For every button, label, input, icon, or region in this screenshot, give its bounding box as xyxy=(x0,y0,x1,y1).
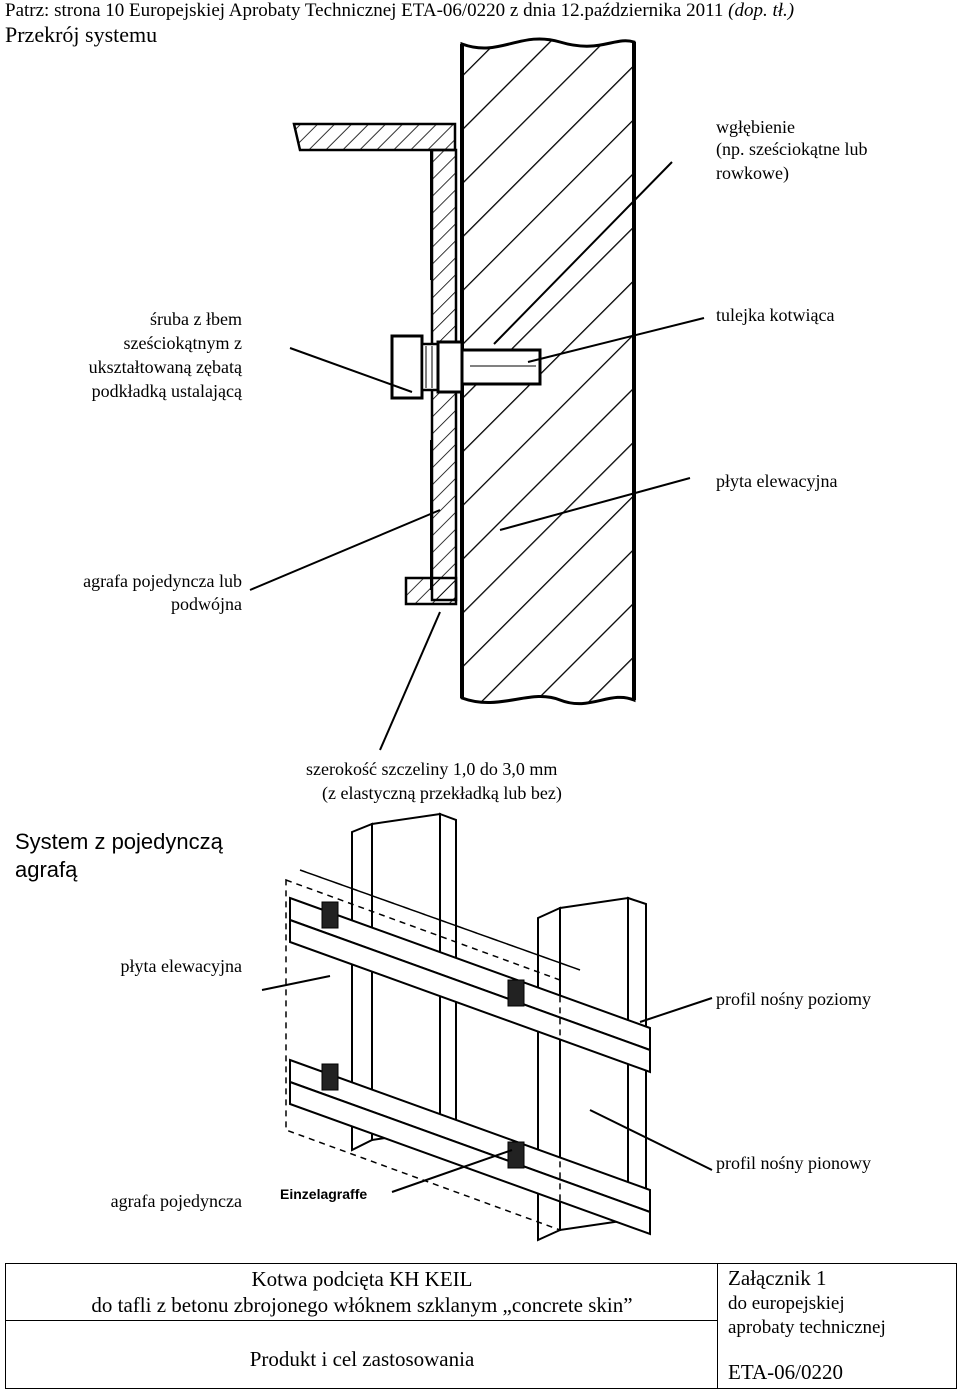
footer-product-line-1: Kotwa podcięta KH KEIL xyxy=(251,1267,473,1291)
label-clip-2: podwójna xyxy=(171,594,242,614)
system-title-line-1: System z pojedynczą xyxy=(15,829,223,854)
label-screw-2: sześciokątnym z xyxy=(123,333,242,353)
footer-annex-line-3: aprobaty technicznej xyxy=(728,1317,886,1338)
clip-section xyxy=(292,122,457,152)
header-text: Patrz: strona 10 Europejskiej Aprobaty T… xyxy=(5,0,729,21)
label-screw-3: ukształtowaną zębatą xyxy=(88,357,242,377)
footer-product-cell: Kotwa podcięta KH KEIL do tafli z betonu… xyxy=(6,1264,718,1388)
label-gap-2: (z elastyczną przekładką lub bez) xyxy=(322,783,562,803)
label-clip-1: agrafa pojedyncza lub xyxy=(83,571,242,591)
label-system-panel: płyta elewacyjna xyxy=(120,956,242,976)
label-facade-panel: płyta elewacyjna xyxy=(716,471,838,491)
drawing-tag-text: Einzelagraffe xyxy=(280,1186,368,1202)
footer-purpose: Produkt i cel zastosowania xyxy=(249,1347,475,1371)
single-clips xyxy=(321,901,525,1169)
footer-annex-line-2: do europejskiej xyxy=(728,1293,845,1314)
header-translation-note: (dop. tł.) xyxy=(728,0,795,21)
footer-product-line-2: do tafli z betonu zbrojonego włóknem szk… xyxy=(91,1293,633,1317)
footer-eta-number: ETA-06/0220 xyxy=(728,1360,843,1384)
section-title: Przekrój systemu xyxy=(5,22,158,47)
label-screw-1: śruba z łbem xyxy=(150,309,242,329)
label-gap-1: szerokość szczeliny 1,0 do 3,0 mm xyxy=(306,759,558,779)
label-horizontal-profile: profil nośny poziomy xyxy=(716,989,871,1009)
document-header: Patrz: strona 10 Europejskiej Aprobaty T… xyxy=(5,0,794,22)
label-vertical-profile: profil nośny pionowy xyxy=(716,1153,871,1173)
screw-detail xyxy=(390,334,542,400)
label-anchor-sleeve: tulejka kotwiąca xyxy=(716,305,835,325)
system-title: System z pojedynczą agrafą xyxy=(15,828,223,884)
label-recess-2: (np. sześciokątne lub xyxy=(716,139,868,159)
footer-box: Kotwa podcięta KH KEIL do tafli z betonu… xyxy=(5,1263,957,1389)
label-single-clip: agrafa pojedyncza xyxy=(110,1191,242,1211)
label-screw-4: podkładką ustalającą xyxy=(91,381,242,401)
label-recess-1: wgłębienie xyxy=(716,117,795,137)
footer-separator xyxy=(6,1320,718,1321)
system-title-line-2: agrafą xyxy=(15,857,78,882)
label-recess-3: rowkowe) xyxy=(716,163,789,183)
cross-section-drawing xyxy=(249,37,705,751)
footer-annex: Załącznik 1 xyxy=(728,1266,827,1290)
system-drawing xyxy=(261,812,713,1242)
